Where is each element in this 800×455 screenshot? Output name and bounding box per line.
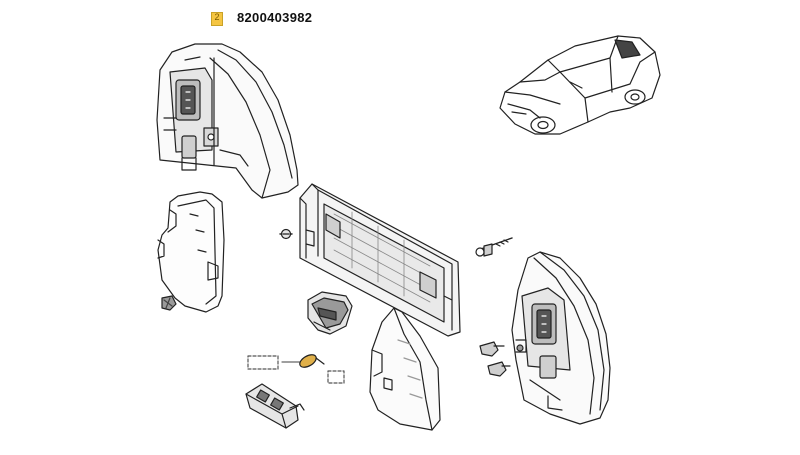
tail-lamp-housing-left bbox=[157, 44, 298, 198]
socket bbox=[308, 292, 352, 334]
screw-left bbox=[280, 230, 292, 239]
car-illustration bbox=[500, 36, 660, 134]
part-number-label: 8200403982 bbox=[237, 10, 313, 25]
bulb-holder-panel bbox=[300, 184, 460, 336]
callout-number: 2 bbox=[214, 12, 220, 22]
side-cover bbox=[370, 308, 440, 430]
bulb-group bbox=[248, 352, 344, 383]
tail-lamp-housing-right bbox=[512, 252, 610, 424]
callout-marker: 2 bbox=[211, 12, 223, 26]
clip-fasteners-right bbox=[480, 342, 510, 376]
connector bbox=[246, 384, 304, 428]
lamp-backing-cover bbox=[158, 192, 224, 312]
bolt-right bbox=[476, 238, 512, 256]
clip-fastener-left bbox=[162, 296, 176, 310]
